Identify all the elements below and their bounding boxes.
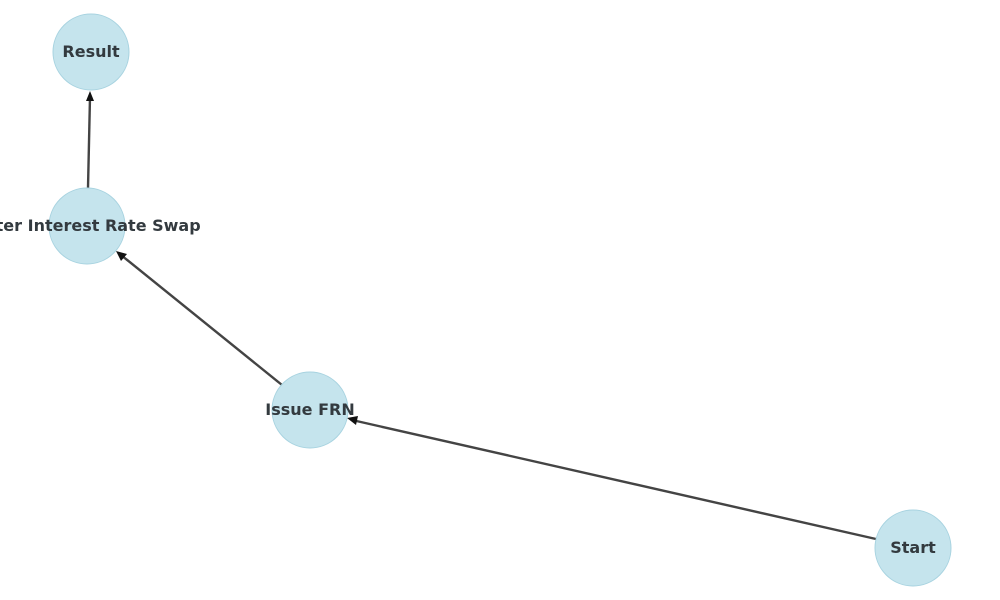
edges-layer [86,91,877,541]
node-start: Start [874,509,952,587]
node-frn-label: Issue FRN [265,400,354,419]
node-start-label: Start [890,538,936,557]
nodes-layer: Result Enter Interest Rate Swap Issue FR… [0,13,952,587]
node-swap-label: Enter Interest Rate Swap [0,216,201,235]
node-result-label: Result [62,42,120,61]
node-swap: Enter Interest Rate Swap [0,187,201,265]
node-result: Result [52,13,130,91]
node-frn: Issue FRN [265,371,355,449]
node-result-circle [52,13,130,91]
node-frn-circle [271,371,349,449]
edge-frn-to-swap [116,251,283,386]
edge-start-to-frn [347,416,877,541]
node-start-circle [874,509,952,587]
edge-swap-to-result [86,91,94,189]
node-swap-circle [48,187,126,265]
